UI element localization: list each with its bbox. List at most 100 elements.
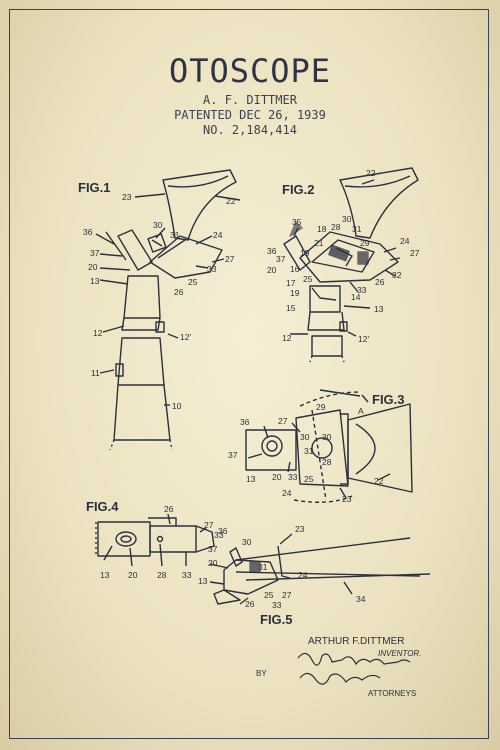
svg-text:12: 12: [93, 328, 103, 338]
fig-5-drawing: [209, 533, 431, 605]
svg-text:33: 33: [288, 472, 298, 482]
svg-text:12': 12': [180, 332, 191, 342]
fig-3-label: FIG.3: [372, 392, 405, 407]
inventor-name: ARTHUR F.DITTMER: [308, 636, 405, 647]
svg-text:33: 33: [214, 530, 224, 540]
svg-text:26: 26: [164, 504, 174, 514]
svg-text:23: 23: [342, 494, 352, 504]
patent-number: NO. 2,184,414: [203, 123, 297, 137]
svg-text:33: 33: [207, 264, 217, 274]
svg-text:33: 33: [357, 285, 367, 295]
by-label: BY: [256, 669, 267, 678]
attorney-signature: [297, 652, 411, 685]
svg-text:28: 28: [157, 570, 167, 580]
svg-text:29: 29: [316, 402, 326, 412]
svg-text:28: 28: [331, 222, 341, 232]
svg-text:25: 25: [264, 590, 274, 600]
svg-text:27: 27: [204, 520, 214, 530]
svg-text:18: 18: [317, 224, 327, 234]
svg-text:32: 32: [392, 270, 402, 280]
svg-text:24: 24: [298, 570, 308, 580]
svg-text:20: 20: [267, 265, 277, 275]
svg-text:13: 13: [374, 304, 384, 314]
svg-text:13: 13: [198, 576, 208, 586]
svg-text:33: 33: [182, 570, 192, 580]
svg-text:26: 26: [375, 277, 385, 287]
patent-date: PATENTED DEC 26, 1939: [174, 108, 326, 122]
svg-text:24: 24: [400, 236, 410, 246]
svg-text:27: 27: [278, 416, 288, 426]
svg-text:12: 12: [282, 333, 292, 343]
svg-text:27: 27: [410, 248, 420, 258]
svg-text:13: 13: [100, 570, 110, 580]
fig-5-label: FIG.5: [260, 612, 293, 627]
svg-text:30: 30: [342, 214, 352, 224]
svg-text:19: 19: [300, 248, 310, 258]
svg-text:24: 24: [213, 230, 223, 240]
svg-text:24: 24: [282, 488, 292, 498]
fig-1-drawing: [95, 169, 241, 451]
svg-text:22: 22: [226, 196, 236, 206]
svg-text:31: 31: [304, 446, 314, 456]
svg-text:22: 22: [366, 168, 376, 178]
svg-text:14: 14: [351, 292, 361, 302]
svg-text:25: 25: [303, 274, 313, 284]
svg-text:28: 28: [322, 457, 332, 467]
page-border: [9, 9, 489, 739]
svg-text:16: 16: [290, 264, 300, 274]
svg-text:31: 31: [352, 224, 362, 234]
patent-title: OTOSCOPE: [168, 52, 332, 90]
svg-text:27: 27: [225, 254, 235, 264]
svg-text:25: 25: [304, 474, 314, 484]
svg-text:23: 23: [295, 524, 305, 534]
svg-text:13: 13: [90, 276, 100, 286]
svg-text:10: 10: [172, 401, 182, 411]
svg-text:17: 17: [286, 278, 296, 288]
svg-text:25: 25: [188, 277, 198, 287]
fig-2-label: FIG.2: [282, 182, 315, 197]
svg-text:26: 26: [174, 287, 184, 297]
svg-text:35: 35: [292, 217, 302, 227]
svg-text:13: 13: [246, 474, 256, 484]
svg-text:22: 22: [374, 476, 384, 486]
svg-text:30: 30: [322, 432, 332, 442]
svg-text:31: 31: [258, 562, 268, 572]
svg-text:37: 37: [208, 544, 218, 554]
svg-text:36: 36: [218, 526, 228, 536]
svg-text:30: 30: [153, 220, 163, 230]
svg-text:34: 34: [356, 594, 366, 604]
fig-1-label: FIG.1: [78, 180, 111, 195]
svg-text:A: A: [358, 406, 364, 416]
inventor-line: A. F. DITTMER: [203, 93, 297, 107]
svg-text:30: 30: [300, 432, 310, 442]
svg-text:37: 37: [228, 450, 238, 460]
svg-text:23: 23: [122, 192, 132, 202]
svg-text:21: 21: [314, 238, 324, 248]
svg-text:36: 36: [267, 246, 277, 256]
svg-text:29: 29: [360, 238, 370, 248]
svg-text:20: 20: [88, 262, 98, 272]
svg-text:37: 37: [276, 254, 286, 264]
svg-text:37: 37: [90, 248, 100, 258]
svg-text:33: 33: [272, 600, 282, 610]
fig-3-drawing: [245, 389, 413, 503]
svg-text:20: 20: [208, 558, 218, 568]
svg-text:36: 36: [240, 417, 250, 427]
fig-4-label: FIG.4: [86, 499, 119, 514]
svg-text:30: 30: [242, 537, 252, 547]
fig-2-drawing: [283, 167, 419, 363]
svg-text:11: 11: [91, 368, 100, 378]
svg-text:20: 20: [272, 472, 282, 482]
svg-text:15: 15: [286, 303, 296, 313]
svg-text:36: 36: [83, 227, 93, 237]
svg-text:27: 27: [282, 590, 292, 600]
attorneys-label: ATTORNEYS: [368, 689, 417, 698]
inventor-role: INVENTOR.: [378, 649, 422, 658]
svg-text:20: 20: [128, 570, 138, 580]
svg-text:31: 31: [170, 230, 180, 240]
svg-text:19: 19: [290, 288, 300, 298]
fig-4-drawing: [95, 513, 215, 567]
svg-text:12': 12': [358, 334, 369, 344]
